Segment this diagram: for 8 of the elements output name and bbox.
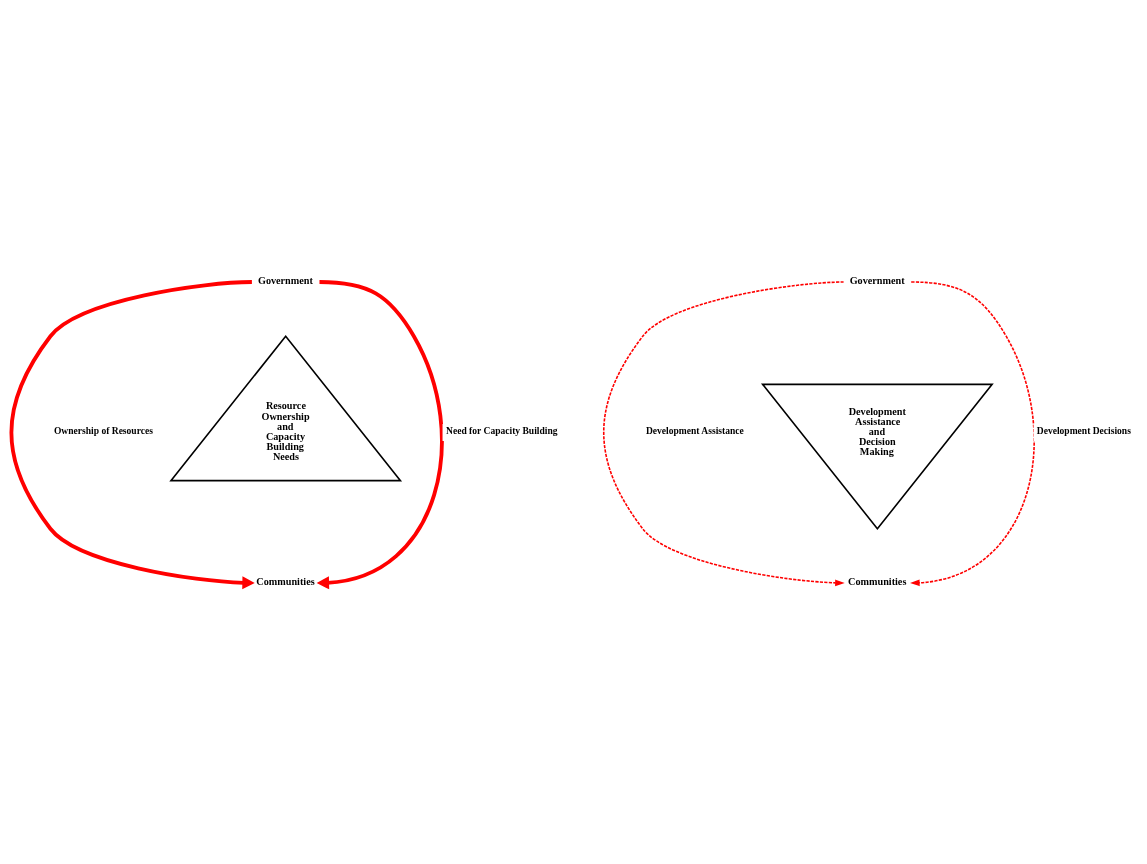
edge-label: Development Assistance	[645, 424, 744, 436]
node-text: Government	[257, 274, 313, 286]
edge-label: Development Decisions	[1036, 424, 1131, 436]
node-text: Government	[849, 274, 905, 286]
edge-label: Ownership of Resources	[53, 424, 153, 436]
node-text: Communities	[848, 575, 907, 587]
node-text: Communities	[256, 575, 315, 587]
edge-label: Need for Capacity Building	[446, 424, 558, 436]
